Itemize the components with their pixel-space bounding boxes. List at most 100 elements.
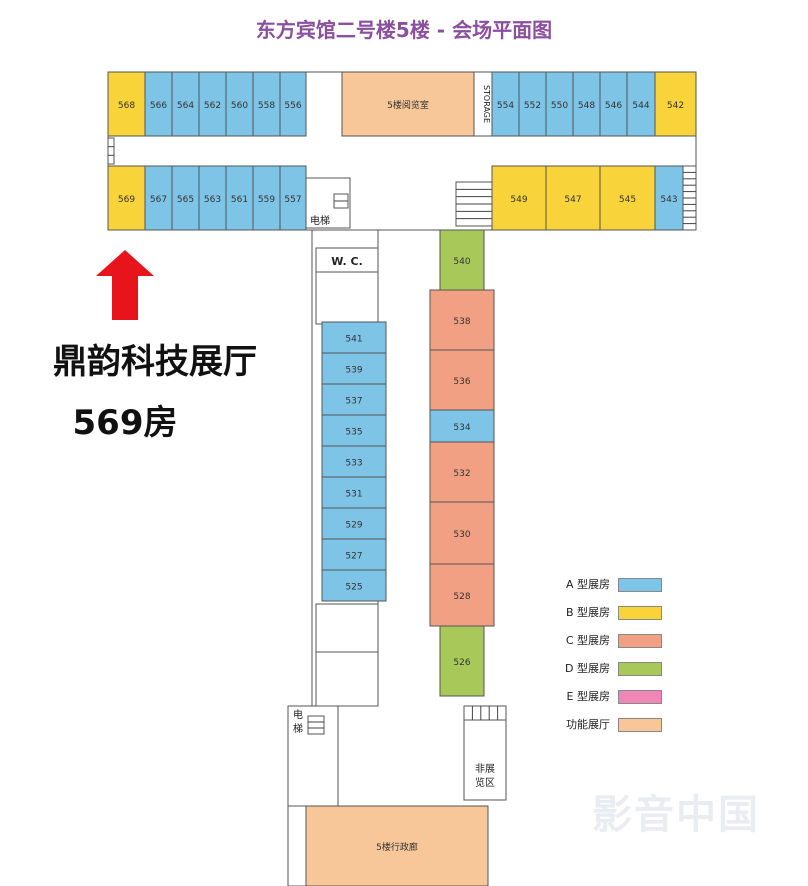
elevator-top-steps [333,193,349,209]
room-530[interactable]: 530 [429,501,495,565]
red-arrow-icon [96,250,154,320]
page-title: 东方宾馆二号楼5楼 - 会场平面图 [255,18,553,42]
room-label: 565 [177,195,194,205]
room-547[interactable]: 547 [545,165,601,231]
room-527[interactable]: 527 [321,538,387,571]
room-563[interactable]: 563 [198,165,227,231]
room-564[interactable]: 564 [171,71,200,137]
room-550[interactable]: 550 [545,71,574,137]
room-545[interactable]: 545 [599,165,656,231]
room-gallery[interactable]: 5楼行政廊 [305,805,489,886]
room-534[interactable]: 534 [429,409,495,443]
room-532[interactable]: 532 [429,441,495,503]
room-557[interactable]: 557 [279,165,307,231]
room-541[interactable]: 541 [321,321,387,354]
room-label: 543 [660,195,677,205]
room-548[interactable]: 548 [572,71,601,137]
room-label: 548 [578,101,595,111]
legend-item: B 型展房 [540,604,680,620]
right-upper-stairs [455,181,493,227]
corridor-lower [315,603,379,653]
elevator-bottom-label-2: 梯 [293,722,303,735]
room-540[interactable]: 540 [439,229,485,291]
room-label: 533 [345,459,362,469]
room-label: 528 [453,592,470,602]
room-554[interactable]: 554 [491,71,520,137]
room-label: 552 [524,101,541,111]
room-567[interactable]: 567 [144,165,173,231]
room-558[interactable]: 558 [252,71,281,137]
legend-swatch [618,634,662,648]
room-556[interactable]: 556 [279,71,307,137]
room-reading[interactable]: 5楼阅览室 [341,71,475,137]
room-543[interactable]: 543 [654,165,684,231]
legend-item: 功能展厅 [540,716,680,732]
elevator-top-shaft [305,177,351,229]
room-536[interactable]: 536 [429,349,495,411]
room-label: 556 [284,101,301,111]
room-label: 537 [345,397,362,407]
room-539[interactable]: 539 [321,352,387,385]
room-561[interactable]: 561 [225,165,254,231]
room-560[interactable]: 560 [225,71,254,137]
legend-label: C 型展房 [565,634,610,647]
legend-swatch [618,718,662,732]
room-531[interactable]: 531 [321,476,387,509]
room-label: 569 [118,195,135,205]
corridor-upper [315,271,379,325]
legend-item: C 型展房 [540,632,680,648]
right-end-stairs [682,165,697,231]
room-label: 525 [345,583,362,593]
gallery-left-wall [287,805,307,886]
room-562[interactable]: 562 [198,71,227,137]
legend-label: A 型展房 [565,578,610,591]
legend-item: D 型展房 [540,660,680,676]
room-538[interactable]: 538 [429,289,495,351]
room-535[interactable]: 535 [321,414,387,447]
room-565[interactable]: 565 [171,165,200,231]
room-label: 562 [204,101,221,111]
room-label: 539 [345,366,362,376]
elevator-bottom-label-1: 电 [293,708,303,721]
watermark-text: 影音中国 [592,792,760,838]
legend-swatch [618,578,662,592]
promo-room-number: 569房 [72,403,178,443]
room-label: 563 [204,195,221,205]
room-549[interactable]: 549 [491,165,547,231]
room-544[interactable]: 544 [626,71,656,137]
legend-item: A 型展房 [540,576,680,592]
room-label: 544 [632,101,649,111]
room-label: 538 [453,317,470,327]
room-546[interactable]: 546 [599,71,628,137]
room-label: 542 [667,101,684,111]
legend-label: D 型展房 [565,662,610,675]
room-label: 530 [453,530,470,540]
legend-label: 功能展厅 [566,718,610,731]
legend-item: E 型展房 [540,688,680,704]
room-label: 568 [118,101,135,111]
room-552[interactable]: 552 [518,71,547,137]
room-label: 536 [453,377,470,387]
room-542[interactable]: 542 [654,71,697,137]
room-529[interactable]: 529 [321,507,387,540]
room-569[interactable]: 569 [107,165,146,231]
room-label: 527 [345,552,362,562]
room-568[interactable]: 568 [107,71,146,137]
room-525[interactable]: 525 [321,569,387,602]
room-528[interactable]: 528 [429,563,495,627]
corridor-bottom [315,651,379,707]
room-559[interactable]: 559 [252,165,281,231]
non-exhibit-label-1: 非展 [475,763,495,775]
room-526[interactable]: 526 [439,625,485,697]
lower-right-stairs [463,705,507,721]
room-566[interactable]: 566 [144,71,173,137]
room-label: 5楼阅览室 [387,99,429,111]
room-label: 564 [177,101,194,111]
promo-exhibitor-name: 鼎韵科技展厅 [53,342,257,382]
room-533[interactable]: 533 [321,445,387,478]
room-label: 566 [150,101,167,111]
room-537[interactable]: 537 [321,383,387,416]
room-label: 535 [345,428,362,438]
room-label: 546 [605,101,622,111]
